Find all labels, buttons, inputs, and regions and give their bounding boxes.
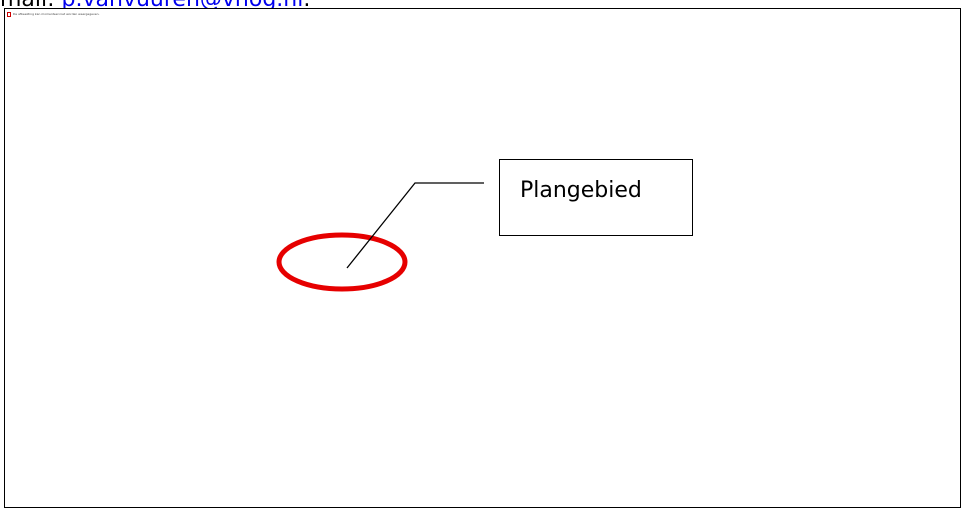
plan-area-label: Plangebied <box>520 178 642 203</box>
broken-image-notice: De afbeelding kan momenteel niet worden … <box>7 11 99 17</box>
mail-suffix: . <box>303 0 310 12</box>
broken-image-text: De afbeelding kan momenteel niet worden … <box>13 12 100 16</box>
image-frame: De afbeelding kan momenteel niet worden … <box>4 8 961 508</box>
email-link[interactable]: p.vanvuuren@vhog.nl <box>62 0 304 12</box>
mail-prefix: mail: <box>0 0 62 12</box>
leader-line <box>346 182 484 269</box>
plan-area-label-box: Plangebied <box>499 159 693 236</box>
contact-line: mail: p.vanvuuren@vhog.nl. <box>0 0 310 12</box>
plan-area-circle <box>276 232 408 292</box>
broken-image-icon <box>7 11 11 17</box>
